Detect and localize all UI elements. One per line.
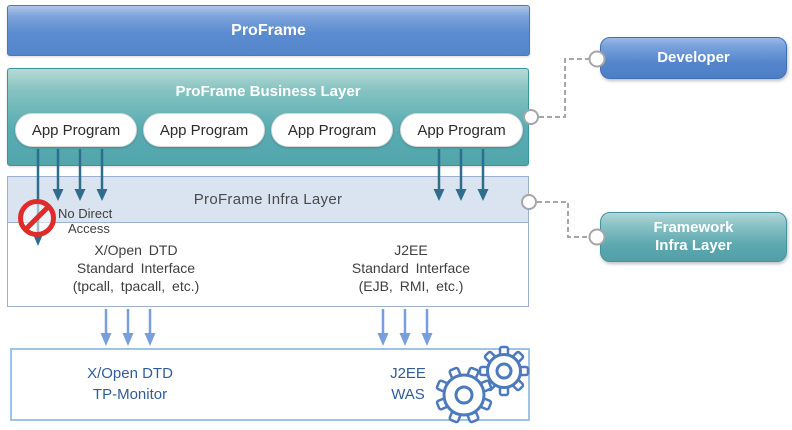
no-direct-access-line1: No Direct (58, 206, 113, 221)
xopen-interface-line3: (tpcall, tpacall, etc.) (72, 278, 200, 294)
framework-connector (521, 194, 606, 246)
j2ee-interface-line1: J2EE (394, 242, 428, 258)
xopen-interface-line2: Standard Interface (76, 260, 196, 276)
tp-monitor-line2: TP-Monitor (92, 386, 168, 403)
tp-monitor-line1: X/Open DTD (87, 365, 173, 382)
gears-icon (435, 345, 530, 424)
developer-label: Developer (657, 49, 730, 66)
infra-layer-title: ProFrame Infra Layer (193, 191, 343, 208)
infra-layer-box: ProFrame Infra Layer No Direct Access X/… (7, 176, 529, 307)
runtime-layer-box: X/Open DTD TP-Monitor J2EE WAS (10, 348, 530, 421)
proframe-title-bar: ProFrame (7, 5, 530, 56)
no-entry-icon (18, 199, 56, 237)
was-label: J2EE WAS (318, 363, 498, 405)
j2ee-interface-line3: (EJB, RMI, etc.) (358, 278, 464, 294)
business-layer-box: ProFrame Business Layer App Program App … (7, 68, 529, 166)
was-line2: WAS (391, 386, 425, 403)
no-direct-access-line2: Access (68, 221, 110, 236)
no-direct-access-label: No Direct Access (58, 206, 138, 236)
infra-to-runtime-arrows (100, 309, 433, 346)
app-program-box: App Program (400, 113, 523, 147)
app-program-box: App Program (143, 113, 265, 147)
framework-label-line2: Infra Layer (655, 237, 732, 254)
framework-label-line1: Framework (653, 219, 734, 236)
app-program-box: App Program (271, 113, 393, 147)
xopen-interface-label: X/Open DTD Standard Interface (tpcall, t… (41, 241, 231, 295)
xopen-interface-line1: X/Open DTD (94, 242, 178, 258)
tp-monitor-label: X/Open DTD TP-Monitor (40, 363, 220, 405)
proframe-title: ProFrame (231, 21, 306, 39)
app-program-box: App Program (15, 113, 137, 147)
j2ee-interface-line2: Standard Interface (351, 260, 471, 276)
framework-infra-layer-box: Framework Infra Layer (600, 212, 787, 262)
developer-connector (523, 50, 606, 125)
developer-box: Developer (600, 37, 787, 79)
j2ee-interface-label: J2EE Standard Interface (EJB, RMI, etc.) (316, 241, 506, 295)
business-layer-title: ProFrame Business Layer (175, 83, 361, 100)
was-line1: J2EE (390, 365, 426, 382)
